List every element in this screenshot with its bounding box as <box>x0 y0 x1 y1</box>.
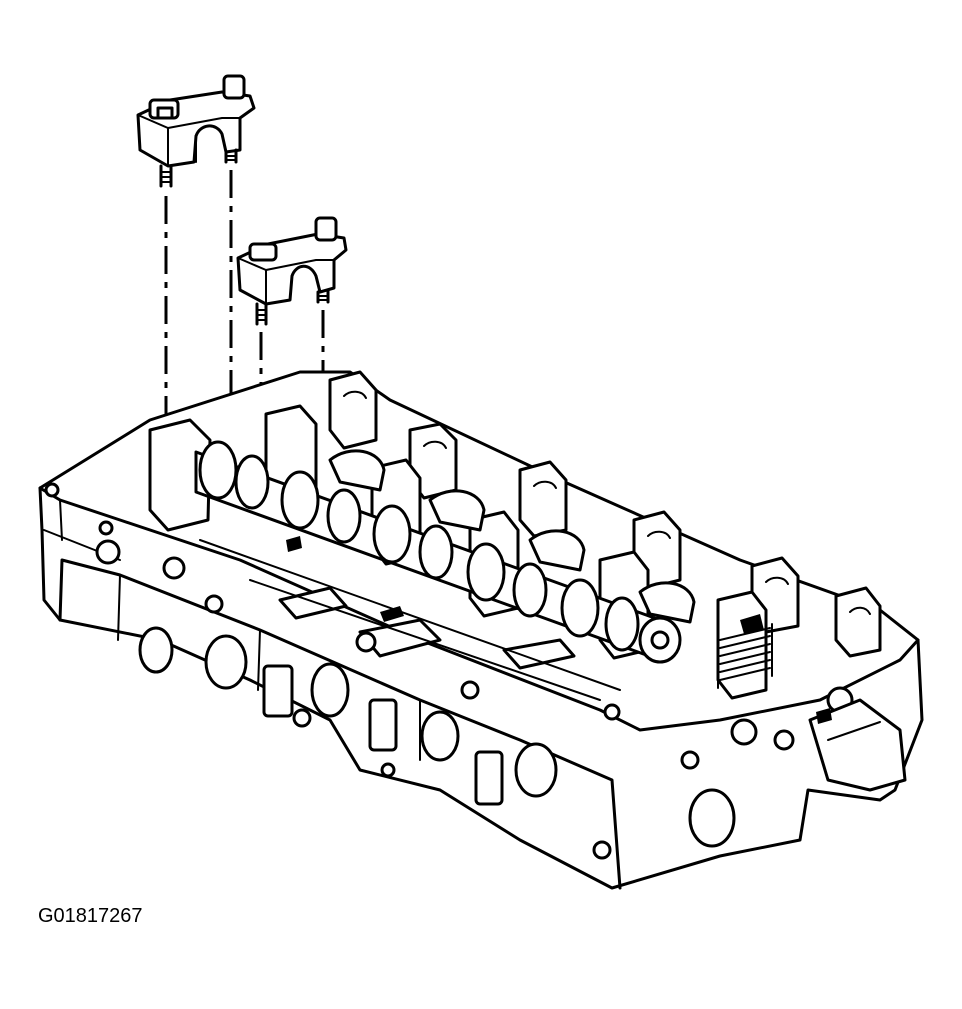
camshaft-bearing-cap-upper <box>136 74 256 188</box>
camshaft-bearing-cap-lower <box>236 216 348 326</box>
cylinder-head <box>38 370 924 890</box>
figure-id-label: G01817267 <box>38 905 143 927</box>
valve-spring <box>717 623 773 689</box>
